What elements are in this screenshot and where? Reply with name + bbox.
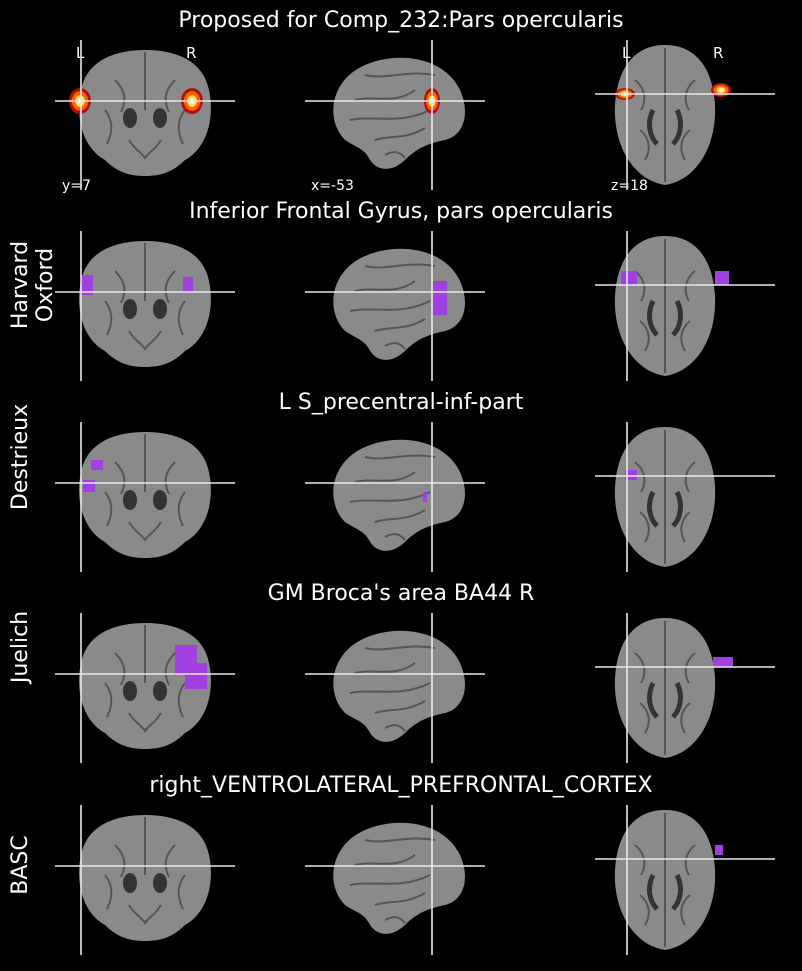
axial-slice-panel-row-0 <box>595 40 775 190</box>
activation-blob <box>711 83 731 97</box>
atlas-overlay <box>183 277 193 293</box>
brain-slice <box>614 618 716 758</box>
brain-slice <box>333 822 465 934</box>
orientation-left-label-axial: L <box>622 44 631 62</box>
orientation-right-label-axial: R <box>713 44 724 62</box>
coordinate-label-axial: z=18 <box>611 178 648 194</box>
atlas-overlay <box>715 271 729 285</box>
brain-slice <box>614 45 716 185</box>
brain-slice <box>333 630 465 742</box>
atlas-overlay <box>185 663 207 689</box>
coronal-slice-panel-row-4 <box>55 805 235 955</box>
atlas-overlay <box>625 470 637 480</box>
brain-slice <box>79 50 211 176</box>
sagittal-slice-panel-row-2 <box>305 422 485 572</box>
atlas-overlay <box>715 845 723 855</box>
coordinate-label-sagittal: x=-53 <box>311 178 354 194</box>
sagittal-slice-panel-row-1 <box>305 231 485 381</box>
brain-slice <box>614 810 716 950</box>
axial-slice-panel-row-3 <box>595 613 775 763</box>
brain-slice <box>614 427 716 567</box>
axial-slice-panel-row-2 <box>595 422 775 572</box>
sagittal-slice-panel-row-3 <box>305 613 485 763</box>
brain-slice <box>79 815 211 941</box>
atlas-overlay <box>81 275 93 295</box>
main-title: Proposed for Comp_232:Pars opercularis <box>178 8 624 33</box>
axial-slice-panel-row-1 <box>595 231 775 381</box>
brain-slice <box>333 57 465 169</box>
brain-slice <box>614 236 716 376</box>
sagittal-slice-panel-row-4 <box>305 805 485 955</box>
brain-slice <box>79 432 211 558</box>
coronal-slice-panel-row-3 <box>55 613 235 763</box>
brain-slice <box>333 439 465 551</box>
atlas-region-title-harvard: Inferior Frontal Gyrus, pars opercularis <box>189 199 613 224</box>
coronal-slice-panel-row-1 <box>55 231 235 381</box>
atlas-overlay <box>83 480 95 492</box>
coronal-slice-panel-row-2 <box>55 422 235 572</box>
atlas-label-basc: BASC <box>8 835 33 895</box>
atlas-region-title-basc: right_VENTROLATERAL_PREFRONTAL_CORTEX <box>149 773 653 798</box>
coordinate-label-coronal: y=7 <box>62 178 91 194</box>
orientation-left-label-coronal: L <box>76 44 85 62</box>
atlas-label-harvard-oxford: Harvard Oxford <box>8 240 58 330</box>
sagittal-slice-panel-row-0 <box>305 40 485 190</box>
atlas-overlay <box>621 271 637 285</box>
axial-slice-panel-row-4 <box>595 805 775 955</box>
atlas-overlay <box>423 492 427 502</box>
atlas-overlay <box>433 281 447 315</box>
atlas-overlay <box>713 657 733 667</box>
atlas-region-title-juelich: GM Broca's area BA44 R <box>267 581 535 606</box>
atlas-region-title-destrieux: L S_precentral-inf-part <box>278 390 524 415</box>
atlas-overlay <box>91 460 103 470</box>
coronal-slice-panel-row-0 <box>55 40 235 190</box>
brain-slice <box>79 241 211 367</box>
atlas-label-destrieux: Destrieux <box>8 403 33 511</box>
atlas-label-juelich: Juelich <box>8 610 33 684</box>
orientation-right-label-coronal: R <box>186 44 197 62</box>
